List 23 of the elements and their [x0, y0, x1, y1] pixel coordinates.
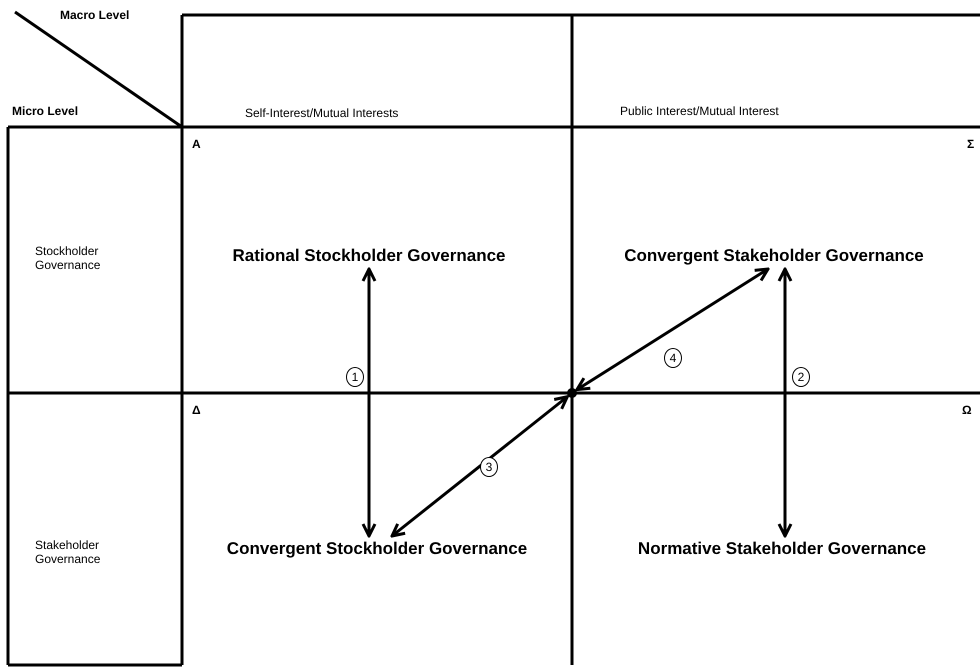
axis-label: Micro Level	[12, 104, 78, 118]
double-arrow	[390, 395, 569, 538]
quadrant-title: Rational Stockholder Governance	[232, 246, 506, 266]
double-arrow	[778, 268, 792, 538]
quadrant-title: Normative Stakeholder Governance	[638, 539, 926, 559]
corner-letter: A	[192, 137, 201, 151]
quadrant-title: Convergent Stakeholder Governance	[624, 246, 924, 266]
center-point	[567, 388, 577, 398]
edge-label: 4	[664, 348, 682, 368]
quadrant-title: Convergent Stockholder Governance	[226, 539, 528, 559]
edge-label: 3	[480, 457, 498, 477]
edge-label: 2	[792, 367, 810, 387]
corner-letter: Σ	[967, 137, 974, 151]
column-header: Self-Interest/Mutual Interests	[245, 106, 398, 120]
row-header: Stockholder Governance	[35, 244, 102, 272]
column-header: Public Interest/Mutual Interest	[620, 104, 779, 118]
corner-letter: Ω	[962, 403, 972, 417]
row-header: Stakeholder Governance	[35, 538, 102, 566]
edge-label: 1	[346, 367, 364, 387]
corner-letter: Δ	[192, 403, 201, 417]
double-arrow	[362, 268, 376, 538]
axis-label: Macro Level	[60, 8, 130, 22]
double-arrow	[575, 268, 770, 392]
